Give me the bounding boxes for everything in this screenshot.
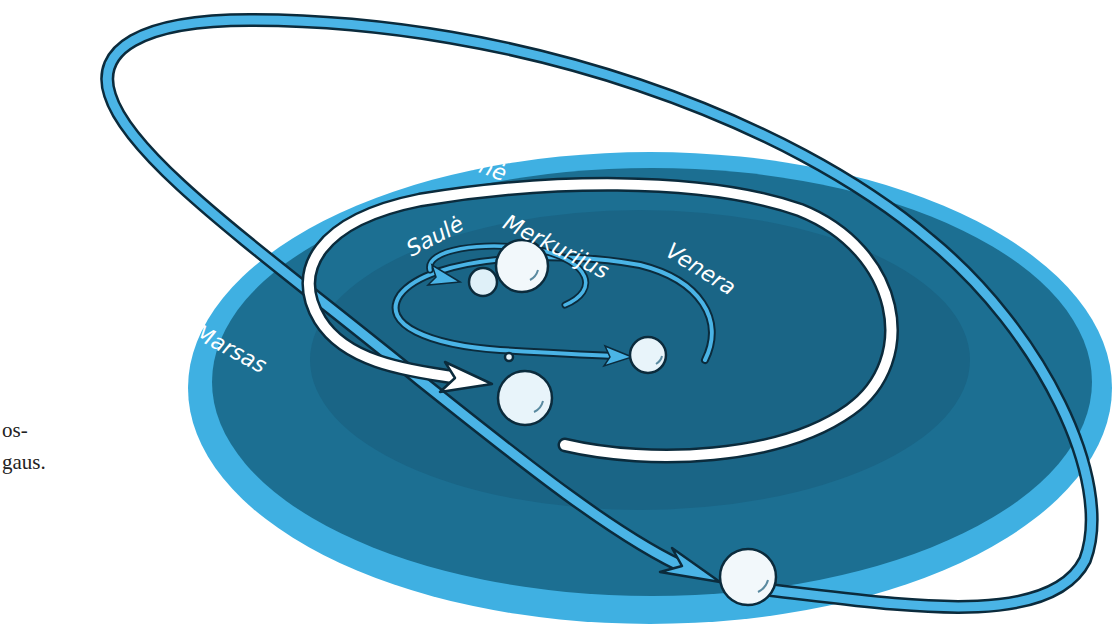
- mars-orbit: [107, 20, 1091, 607]
- planet-name: Žemė: [442, 141, 510, 186]
- mercury: [469, 268, 497, 296]
- moon: [505, 353, 513, 361]
- planet-name: Marsas: [190, 319, 271, 378]
- cut-off-text: gaus.: [2, 450, 46, 475]
- earth: [498, 371, 552, 425]
- planet-name: Merkurijus: [499, 209, 613, 283]
- planet-shading: [530, 270, 768, 592]
- orbit-plane: [212, 168, 1092, 596]
- mars: [720, 549, 776, 605]
- venus: [630, 337, 666, 373]
- planet-name: Venera: [661, 238, 740, 300]
- earth-orbit: [309, 184, 892, 456]
- planet-name: Saulė: [402, 211, 468, 262]
- cut-off-text: os-: [2, 418, 28, 443]
